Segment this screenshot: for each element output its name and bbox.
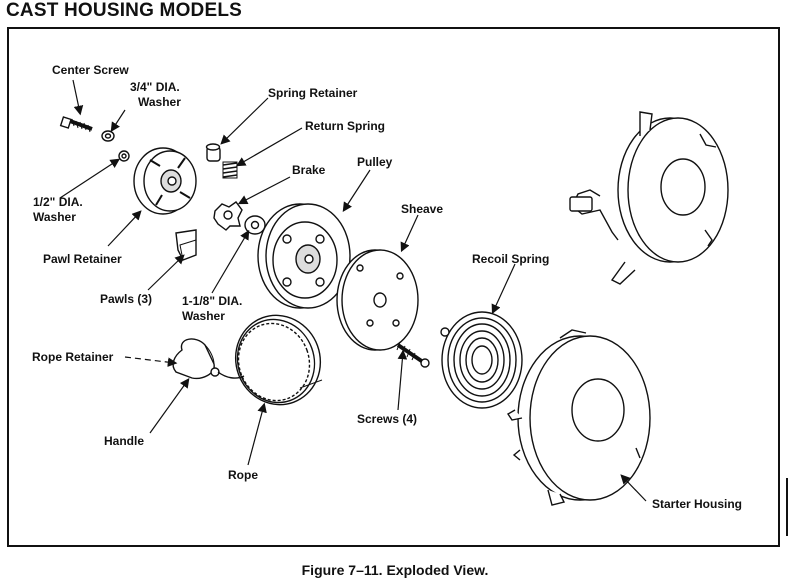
label-pawl-retainer: Pawl Retainer <box>43 252 122 266</box>
label-starter-housing: Starter Housing <box>652 497 743 511</box>
margin-mark <box>786 478 788 536</box>
pawl-retainer-part <box>133 147 197 215</box>
figure-caption: Figure 7–11. Exploded View. <box>301 562 489 578</box>
label-washer-1-2-line1: 1/2" DIA. <box>33 195 83 209</box>
page-heading: CAST HOUSING MODELS <box>6 0 243 21</box>
label-spring-retainer: Spring Retainer <box>268 86 358 100</box>
label-screws: Screws (4) <box>357 412 418 426</box>
label-center-screw: Center Screw <box>52 63 129 77</box>
washer-3-4-part <box>101 130 115 142</box>
label-return-spring: Return Spring <box>305 119 385 133</box>
center-screw-part <box>59 116 93 133</box>
sheave-screw-part <box>396 341 430 368</box>
rope-coil-part <box>217 314 323 406</box>
handle-part <box>172 338 220 380</box>
label-rope-retainer: Rope Retainer <box>32 350 114 364</box>
label-brake: Brake <box>292 163 326 177</box>
pulley-part <box>257 203 351 309</box>
diagram-frame <box>7 27 780 547</box>
label-rope: Rope <box>228 468 258 482</box>
brake-part <box>213 201 243 231</box>
label-handle: Handle <box>104 434 145 448</box>
return-spring-part <box>222 161 238 179</box>
label-pulley: Pulley <box>357 155 393 169</box>
label-washer-1-1-8-line2: Washer <box>182 309 225 323</box>
label-pawls: Pawls (3) <box>100 292 153 306</box>
spring-retainer-part <box>205 143 221 162</box>
label-washer-1-1-8-line1: 1-1/8" DIA. <box>182 294 243 308</box>
label-sheave: Sheave <box>401 202 444 216</box>
leader-lines <box>59 79 647 502</box>
sheave-part <box>336 249 419 351</box>
starter-housing-lower-part <box>507 329 651 506</box>
label-washer-1-2-line2: Washer <box>33 210 76 224</box>
label-recoil-spring: Recoil Spring <box>472 252 550 266</box>
recoil-spring-part <box>440 311 523 409</box>
washer-1-2-part <box>118 150 130 162</box>
label-washer-3-4-line1: 3/4" DIA. <box>130 80 180 94</box>
label-washer-3-4-line2: Washer <box>138 95 181 109</box>
starter-housing-upper-part <box>569 111 729 285</box>
washer-1-1-8-part <box>244 215 266 235</box>
pawls-part <box>175 229 197 261</box>
